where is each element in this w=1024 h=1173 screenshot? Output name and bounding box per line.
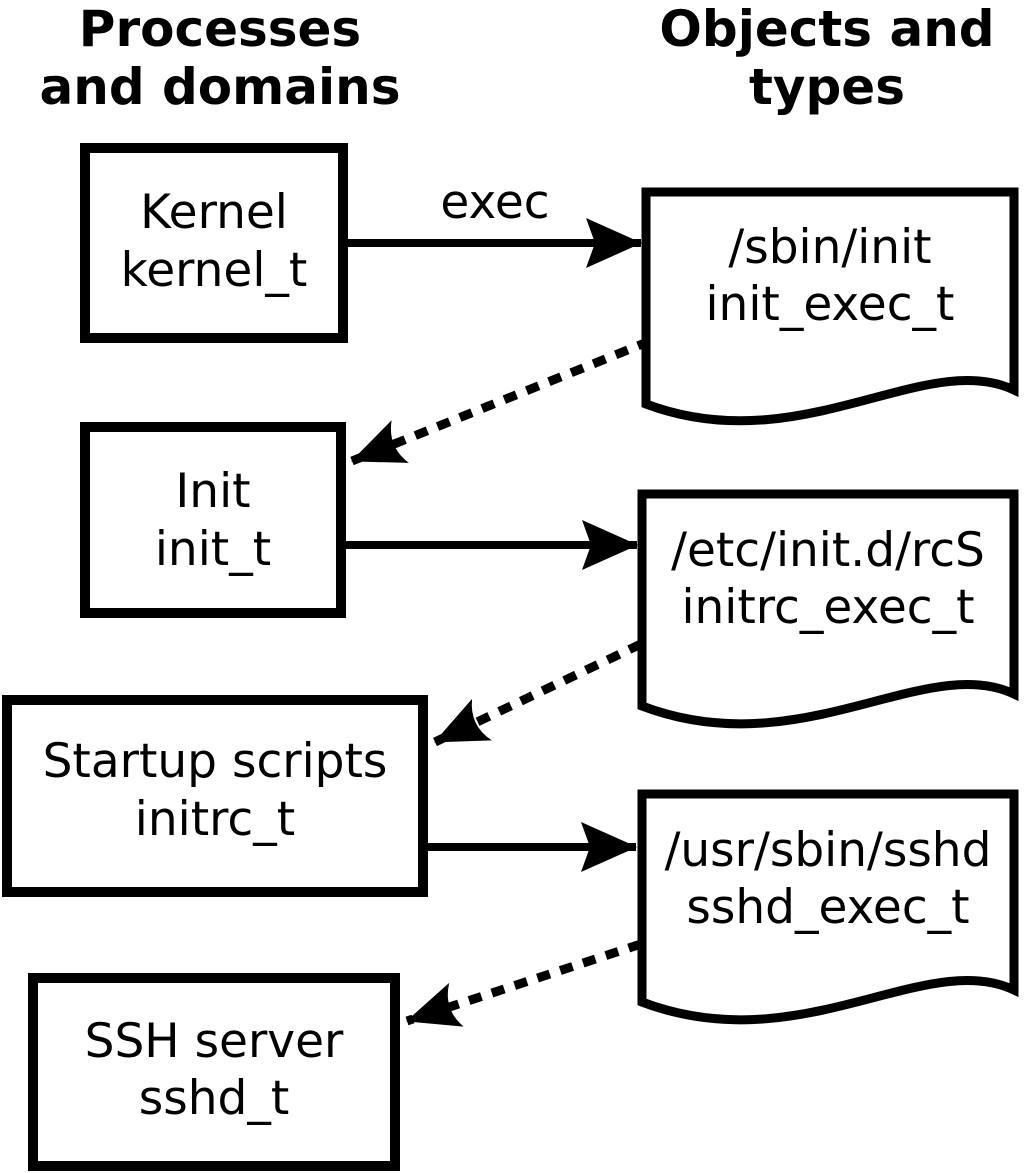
process-box-ssh-server: SSH server sshd_t <box>28 973 400 1171</box>
right-column-header-line2: types <box>749 58 905 116</box>
object-doc-sbin-init-shape <box>641 187 1019 426</box>
process-box-init-rect <box>80 422 346 618</box>
process-kernel-label: Kernel <box>140 185 288 240</box>
process-box-kernel-rect <box>80 143 348 343</box>
process-init-label: Init <box>175 464 250 519</box>
object-rcs-path: /etc/init.d/rcS <box>671 523 985 578</box>
process-ssh-domain: sshd_t <box>139 1071 290 1126</box>
object-sbin-init-type: init_exec_t <box>706 277 955 332</box>
process-startup-domain: initrc_t <box>135 792 295 847</box>
exec-arrows: exec <box>343 175 642 872</box>
column-headers: Processes and domains Objects and types <box>39 0 994 116</box>
process-box-kernel: Kernel kernel_t <box>80 143 348 343</box>
object-rcs-type: initrc_exec_t <box>681 580 974 635</box>
process-box-init: Init init_t <box>80 422 346 618</box>
object-sshd-path: /usr/sbin/sshd <box>665 823 992 878</box>
object-sshd-type: sshd_exec_t <box>686 880 969 935</box>
object-doc-etc-initd-rcs: /etc/init.d/rcS initrc_exec_t <box>637 489 1019 729</box>
transition-arrows <box>350 336 652 1027</box>
right-column-header-line1: Objects and <box>659 0 994 58</box>
process-box-startup-scripts-rect <box>2 695 428 897</box>
object-doc-usr-sbin-sshd: /usr/sbin/sshd sshd_exec_t <box>637 789 1019 1025</box>
transition-arrow-to-sshd <box>405 939 643 1027</box>
left-column-header-line2: and domains <box>39 58 400 116</box>
process-box-startup-scripts: Startup scripts initrc_t <box>2 695 428 897</box>
object-sbin-init-path: /sbin/init <box>728 220 931 275</box>
process-init-domain: init_t <box>155 522 271 577</box>
transition-arrow-to-init <box>350 336 652 466</box>
transition-arrow-to-initrc <box>433 639 643 747</box>
object-doc-sbin-init: /sbin/init init_exec_t <box>641 187 1019 426</box>
process-kernel-domain: kernel_t <box>121 243 308 298</box>
exec-arrow-label: exec <box>440 175 549 230</box>
process-ssh-label: SSH server <box>85 1014 344 1069</box>
object-doc-etc-initd-rcs-shape <box>637 489 1019 729</box>
process-box-ssh-server-rect <box>28 973 400 1171</box>
object-doc-usr-sbin-sshd-shape <box>637 789 1019 1025</box>
process-startup-label: Startup scripts <box>43 734 388 789</box>
left-column-header-line1: Processes <box>79 0 361 58</box>
